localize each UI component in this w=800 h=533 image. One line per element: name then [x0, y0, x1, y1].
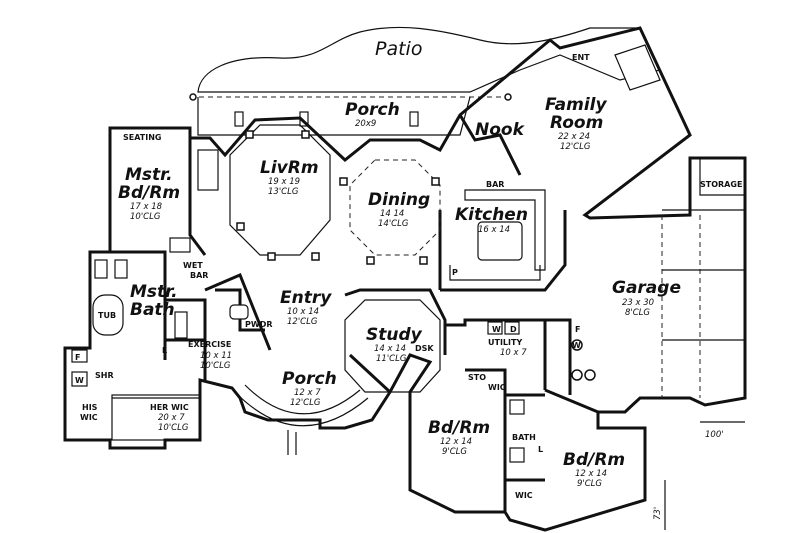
- f-label-master: F: [75, 353, 80, 362]
- master-bedroom-label-1: Mstr.: [125, 165, 173, 185]
- family-room-label-2: Room: [550, 113, 603, 133]
- w-label-garage: W: [572, 341, 581, 350]
- her-wic-label: HER WIC: [150, 403, 189, 412]
- rear-porch-label: Porch: [345, 100, 400, 120]
- utility-label: UTILITY: [488, 338, 522, 347]
- dryer-label: D: [510, 325, 517, 334]
- kitchen-label: Kitchen: [455, 205, 528, 225]
- bath-2-linen: L: [538, 445, 543, 454]
- width-dimension: 100': [705, 430, 724, 440]
- f-label-garage: F: [575, 325, 580, 334]
- entry-size: 10 x 14: [287, 307, 319, 317]
- entry-label: Entry: [280, 288, 332, 308]
- family-room-label-1: Family: [545, 95, 608, 115]
- bedroom-2-size: 12 x 14: [440, 437, 472, 447]
- w-label-master: W: [75, 376, 84, 385]
- study-ceiling: 11'CLG: [376, 354, 407, 364]
- master-bedroom-label-2: Bd/Rm: [118, 183, 180, 203]
- study-label: Study: [366, 325, 423, 345]
- patio-outline: [197, 26, 661, 93]
- garage-size: 23 x 30: [622, 298, 654, 308]
- front-porch-label: Porch: [282, 369, 337, 389]
- entry-ceiling: 12'CLG: [287, 317, 318, 327]
- desk-label: DSK: [415, 344, 434, 353]
- his-wic-label-2: WIC: [80, 413, 98, 422]
- storage-label: STORAGE: [700, 180, 742, 189]
- family-room-ceiling: 12'CLG: [560, 142, 591, 152]
- fireplace-family: [614, 44, 661, 91]
- family-room-size: 22 x 24: [558, 132, 590, 142]
- wet-bar-label-1: WET: [183, 261, 203, 270]
- garage-ceiling: 8'CLG: [625, 308, 650, 318]
- bedroom-3-label: Bd/Rm: [563, 450, 625, 470]
- dining-ceiling: 14'CLG: [378, 219, 409, 229]
- dining-size: 14 14: [380, 209, 404, 219]
- bedroom-2-ceiling: 9'CLG: [442, 447, 467, 457]
- front-porch-size: 12 x 7: [294, 388, 321, 398]
- master-bedroom-ceiling: 10'CLG: [130, 212, 161, 222]
- kitchen-island: [477, 221, 523, 261]
- wic-center-label: WIC: [488, 383, 506, 392]
- depth-dimension: 73': [653, 507, 663, 520]
- living-room-octagon: [229, 124, 331, 256]
- exercise-label: EXERCISE: [188, 340, 231, 349]
- exercise-size: 10 x 11: [200, 351, 232, 361]
- utility-size: 10 x 7: [500, 348, 527, 358]
- exercise-ceiling: 10'CLG: [200, 361, 231, 371]
- bedroom-2-label: Bd/Rm: [428, 418, 490, 438]
- dining-label: Dining: [368, 190, 430, 210]
- bedroom-3-size: 12 x 14: [575, 469, 607, 479]
- garage-label: Garage: [612, 278, 681, 298]
- master-bedroom-size: 17 x 18: [130, 202, 163, 212]
- living-room-ceiling: 13'CLG: [268, 187, 299, 197]
- pantry-label: P: [452, 268, 458, 277]
- washer-label: W: [492, 325, 501, 334]
- living-room-size: 19 x 19: [268, 177, 300, 187]
- tub: [92, 294, 124, 336]
- rear-porch-size: 20x9: [355, 119, 376, 129]
- tub-label: TUB: [98, 311, 116, 320]
- bath-2-label: BATH: [512, 433, 536, 442]
- dining-octagon: [349, 159, 441, 256]
- front-porch-ceiling: 12'CLG: [290, 398, 321, 408]
- shower-label: SHR: [95, 371, 114, 380]
- master-bath-label-1: Mstr.: [130, 282, 178, 302]
- seating-label: SEATING: [123, 133, 162, 142]
- her-wic-size: 20 x 7: [158, 413, 185, 423]
- sto-label: STO: [468, 373, 486, 382]
- his-wic-label-1: HIS: [82, 403, 98, 412]
- bar-label: BAR: [486, 180, 504, 189]
- study-size: 14 x 14: [374, 344, 406, 354]
- rear-porch-outline: [197, 96, 471, 136]
- bedroom-3-ceiling: 9'CLG: [577, 479, 602, 489]
- kitchen-size: 16 x 14: [478, 225, 510, 235]
- wet-bar-label-2: BAR: [190, 271, 208, 280]
- patio-label: Patio: [375, 38, 422, 60]
- study-octagon: [344, 299, 441, 393]
- master-bath-label-2: Bath: [130, 300, 175, 320]
- living-room-label: LivRm: [260, 158, 319, 178]
- pwdr-label: PWDR: [245, 320, 273, 329]
- linen-label: L: [162, 346, 167, 355]
- front-porch-arc: [244, 384, 361, 415]
- nook-label: Nook: [475, 120, 526, 140]
- fireplace-master: [197, 149, 219, 191]
- her-wic-ceiling: 10'CLG: [158, 423, 189, 433]
- ent-label: ENT: [572, 53, 590, 62]
- wic-bottom-label: WIC: [515, 491, 533, 500]
